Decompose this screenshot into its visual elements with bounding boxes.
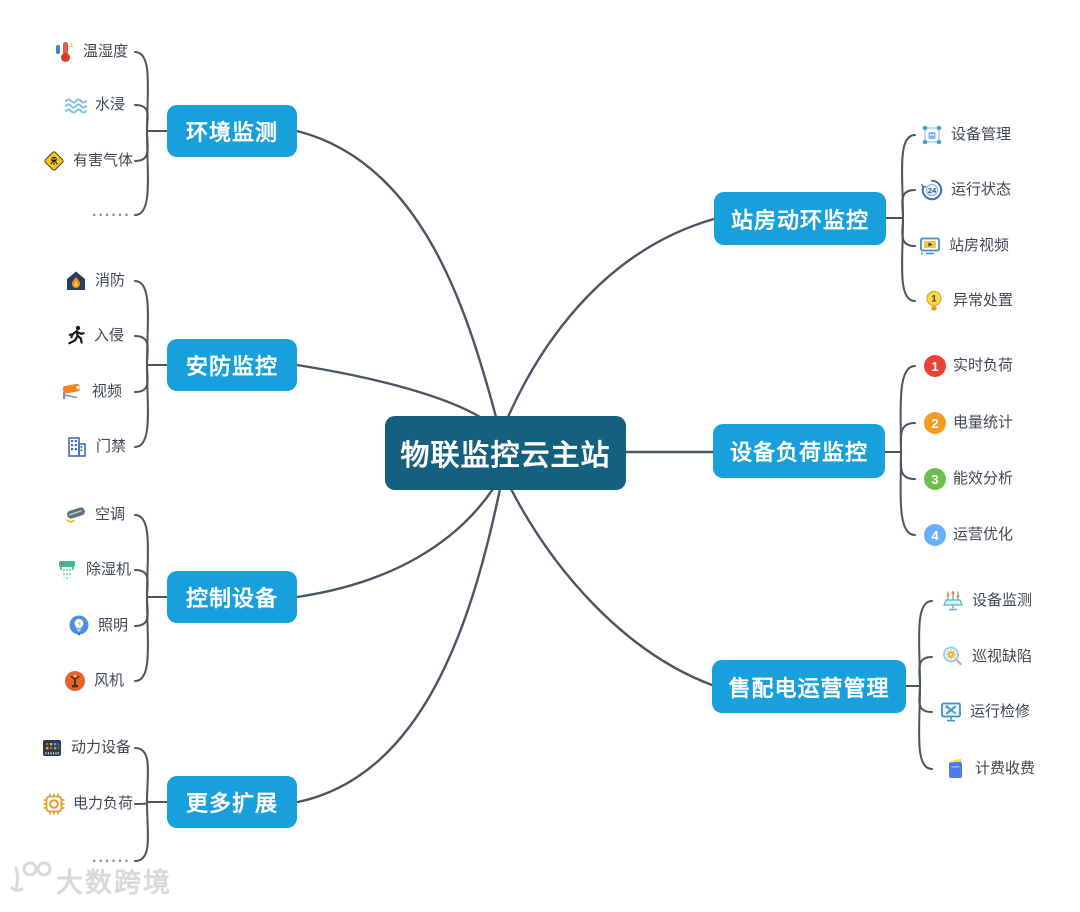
badge-2-icon: 2	[924, 412, 946, 434]
leaf-label: 有害气体	[73, 152, 134, 169]
badge-3-icon: 3	[924, 468, 946, 490]
leaf-node-energy-statistics[interactable]: 2 电量统计	[924, 409, 1013, 437]
leaf-label: 能效分析	[953, 470, 1014, 487]
branch-node-environment[interactable]: 环境监测	[167, 105, 297, 157]
access-building-icon	[65, 435, 89, 459]
leaf-node-station-video[interactable]: 站房视频	[918, 232, 1009, 260]
leaf-node-running-status[interactable]: 24 运行状态	[920, 176, 1011, 204]
light-bulb-icon	[67, 614, 91, 638]
leaf-label: 设备监测	[972, 592, 1033, 609]
cctv-camera-icon	[61, 380, 85, 404]
leaf-node-dehumidifier[interactable]: 除湿机	[55, 556, 131, 584]
branch-node-sale[interactable]: 售配电运营管理	[712, 660, 906, 713]
leaf-label: 运行状态	[951, 181, 1012, 198]
leaf-label: 电力负荷	[73, 795, 134, 812]
branch-label: 站房动环监控	[730, 207, 869, 233]
leaf-node-water[interactable]: 水浸	[64, 91, 125, 119]
central-node[interactable]: 物联监控云主站	[385, 416, 626, 490]
leaf-node-air-conditioner[interactable]: 空调	[64, 501, 125, 529]
branch-node-load[interactable]: 设备负荷监控	[713, 424, 885, 478]
leaf-node-video[interactable]: 视频	[61, 378, 122, 406]
leaf-node-exception-handling[interactable]: 1 异常处置	[922, 287, 1013, 315]
branch-node-security[interactable]: 安防监控	[167, 339, 297, 391]
leaf-node-ellipsis[interactable]: ......	[92, 849, 131, 866]
leaf-label: 水浸	[95, 96, 126, 113]
leaf-node-realtime-load[interactable]: 1 实时负荷	[924, 352, 1013, 380]
branch-label: 设备负荷监控	[729, 440, 868, 465]
leaf-label: 门禁	[96, 438, 127, 455]
dehumidifier-icon	[55, 558, 79, 582]
leaf-label: 空调	[95, 506, 126, 523]
power-chip-icon	[42, 792, 66, 816]
power-panel-icon	[40, 736, 64, 760]
leaf-node-efficiency-analysis[interactable]: 3 能效分析	[924, 465, 1013, 493]
air-conditioner-icon	[64, 503, 88, 527]
leaf-node-billing[interactable]: 计费收费	[944, 755, 1035, 783]
leaf-node-power-load[interactable]: 电力负荷	[42, 790, 133, 818]
leaf-label: 运行检修	[970, 703, 1031, 720]
hazard-gas-icon	[42, 149, 66, 173]
leaf-label: 照明	[98, 617, 129, 634]
branch-node-station[interactable]: 站房动环监控	[714, 192, 886, 245]
leaf-label: 风机	[94, 672, 125, 689]
branch-label: 售配电运营管理	[728, 675, 890, 701]
watermark-logo-icon	[8, 858, 52, 903]
badge-4-icon: 4	[924, 524, 946, 546]
leaf-label: 除湿机	[86, 561, 132, 578]
central-node-label: 物联监控云主站	[400, 440, 611, 472]
leaf-label: 巡视缺陷	[972, 648, 1033, 665]
repair-monitor-icon	[939, 700, 963, 724]
leaf-node-device-management[interactable]: 设备管理	[920, 121, 1011, 149]
leaf-label: 站房视频	[949, 237, 1010, 254]
badge-1-icon: 1	[924, 355, 946, 377]
water-waves-icon	[64, 93, 88, 117]
magnifier-gear-icon	[941, 645, 965, 669]
svg-text:1: 1	[931, 294, 936, 304]
branch-label: 安防监控	[185, 354, 278, 379]
leaf-node-operation-maintenance[interactable]: 运行检修	[939, 698, 1030, 726]
leaf-node-fire[interactable]: 消防	[64, 267, 125, 295]
thermometer-icon	[52, 40, 76, 64]
leaf-node-ellipsis[interactable]: ......	[92, 203, 131, 220]
branch-label: 更多扩展	[185, 791, 278, 816]
fan-icon	[63, 669, 87, 693]
leaf-label: 入侵	[94, 327, 125, 344]
leaf-node-fan[interactable]: 风机	[63, 667, 124, 695]
leaf-node-harmful-gas[interactable]: 有害气体	[42, 147, 133, 175]
leaf-node-intrusion[interactable]: 入侵	[63, 322, 124, 350]
branch-node-more[interactable]: 更多扩展	[167, 776, 297, 828]
leaf-node-operation-optimization[interactable]: 4 运营优化	[924, 521, 1013, 549]
leaf-label: 动力设备	[71, 739, 132, 756]
leaf-label: 温湿度	[83, 43, 129, 60]
leaf-label: 运营优化	[953, 526, 1014, 543]
branch-label: 控制设备	[185, 586, 278, 611]
leaf-node-access-control[interactable]: 门禁	[65, 433, 126, 461]
branch-node-control[interactable]: 控制设备	[167, 571, 297, 623]
running-intruder-icon	[63, 324, 87, 348]
status-24-icon: 24	[920, 178, 944, 202]
billing-wallet-icon	[944, 757, 968, 781]
leaf-node-lighting[interactable]: 照明	[67, 612, 128, 640]
leaf-label: 设备管理	[951, 126, 1012, 143]
leaf-label: 电量统计	[953, 414, 1014, 431]
device-network-icon	[920, 123, 944, 147]
fire-house-icon	[64, 269, 88, 293]
alert-bulb-icon: 1	[922, 289, 946, 313]
leaf-label: 视频	[92, 383, 123, 400]
leaf-label: 计费收费	[975, 760, 1036, 777]
leaf-node-temperature-humidity[interactable]: 温湿度	[52, 38, 128, 66]
leaf-label: 实时负荷	[953, 357, 1014, 374]
leaf-label: 消防	[95, 272, 126, 289]
monitor-panel-icon	[941, 589, 965, 613]
video-screen-icon	[918, 234, 942, 258]
svg-text:24: 24	[928, 186, 937, 195]
branch-label: 环境监测	[185, 120, 278, 145]
leaf-node-power-equipment[interactable]: 动力设备	[40, 734, 131, 762]
leaf-node-inspection-defect[interactable]: 巡视缺陷	[941, 643, 1032, 671]
leaf-node-device-monitoring[interactable]: 设备监测	[941, 587, 1032, 615]
leaf-label: 异常处置	[953, 292, 1014, 309]
watermark: 大数跨境	[8, 858, 172, 903]
watermark-text: 大数跨境	[56, 868, 172, 898]
